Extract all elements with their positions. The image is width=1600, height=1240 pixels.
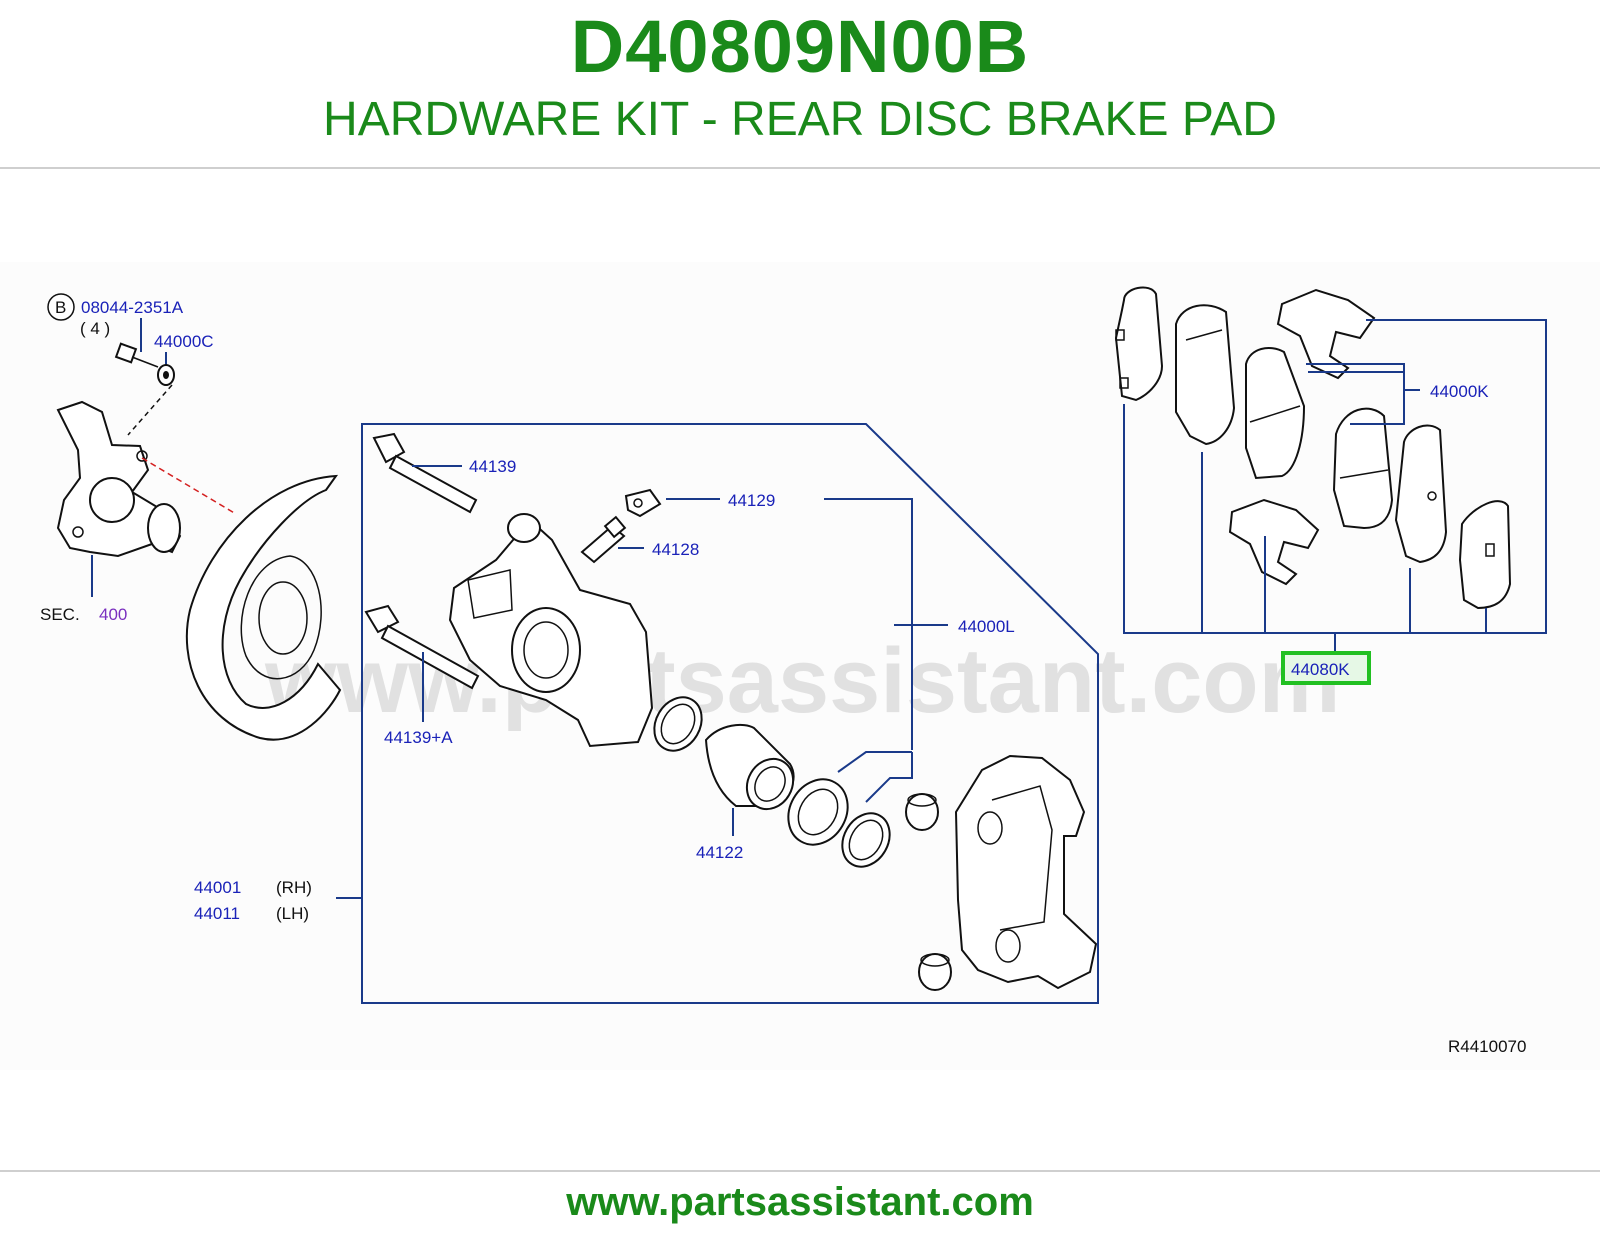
label-bolt-code[interactable]: 08044-2351A [81,298,184,317]
leader-seal-lower [865,752,913,803]
leader-seal-upper [837,751,912,773]
label-bolt-qty: ( 4 ) [80,319,110,338]
brake-pad-inner-2-part [1332,407,1394,530]
retaining-ring-part [841,812,891,868]
mounting-bolt-part [114,342,159,368]
pin-boot-upper-part [905,793,939,831]
caliper-bracket-part [954,754,1098,990]
pad-clip-upper-part [1276,288,1376,380]
bracket-bleeder-to-assy [824,498,913,625]
label-washer[interactable]: 44000C [154,332,214,351]
pad-shim-outer-part [1114,286,1164,402]
hardware-kit-highlight-box[interactable] [1281,651,1371,685]
callout-b-letter: B [55,298,66,317]
brake-pad-inner-1-part [1245,347,1306,480]
caliper-assembly-frame [361,423,1099,1004]
label-bleeder-cap[interactable]: 44129 [728,491,775,510]
label-lh-side: (LH) [276,904,309,923]
diagram-watermark: www.partsassistant.com [264,630,1340,732]
hardware-kit-frame [1123,319,1547,634]
bleeder-screw-part [580,515,627,564]
label-sec-prefix: SEC. [40,605,80,624]
callout-b-marker: B [47,293,75,321]
pad-clip-lower-part [1228,498,1320,586]
label-pad-kit[interactable]: 44000K [1430,382,1489,401]
brake-pad-backing-part [1394,424,1448,564]
footer-divider [0,1170,1600,1172]
label-hardware-kit[interactable]: 44080K [1291,660,1350,679]
label-rh-side: (RH) [276,878,312,897]
alignment-dashed-red [141,457,237,515]
steering-knuckle-part [56,400,182,558]
pad-shim-inner-part [1458,500,1512,610]
dust-shield-part [185,474,342,741]
label-pin-bolt[interactable]: 44139 [469,457,516,476]
label-rh-code[interactable]: 44001 [194,878,241,897]
figure-code: R4410070 [1448,1037,1526,1056]
pin-bolt-part [372,432,478,514]
label-caliper-assy[interactable]: 44000L [958,617,1015,636]
brake-pad-outer-part [1175,304,1236,446]
bolt-path-dashed [127,384,173,436]
piston-seal-part [653,696,703,752]
label-pin-bolt-a[interactable]: 44139+A [384,728,453,747]
part-description-subtitle: HARDWARE KIT - REAR DISC BRAKE PAD [323,93,1277,146]
label-piston[interactable]: 44122 [696,843,743,862]
header-divider [0,167,1600,169]
pin-bolt-a-part [364,604,480,690]
washer-part [157,364,175,386]
part-number-title: D40809N00B [570,5,1030,88]
bracket-pad-kit [1308,371,1405,425]
piston-boot-part [787,778,849,846]
footer-website-link[interactable]: www.partsassistant.com [566,1180,1034,1224]
page-header: D40809N00B HARDWARE KIT - REAR DISC BRAK… [0,0,1600,170]
caliper-body-part [448,513,654,748]
label-bleeder-screw[interactable]: 44128 [652,540,699,559]
label-lh-code[interactable]: 44011 [194,904,240,923]
piston-part [704,723,795,811]
bleeder-cap-part [624,488,662,518]
pin-boot-lower-part [918,953,952,991]
label-sec-number[interactable]: 400 [99,605,127,624]
